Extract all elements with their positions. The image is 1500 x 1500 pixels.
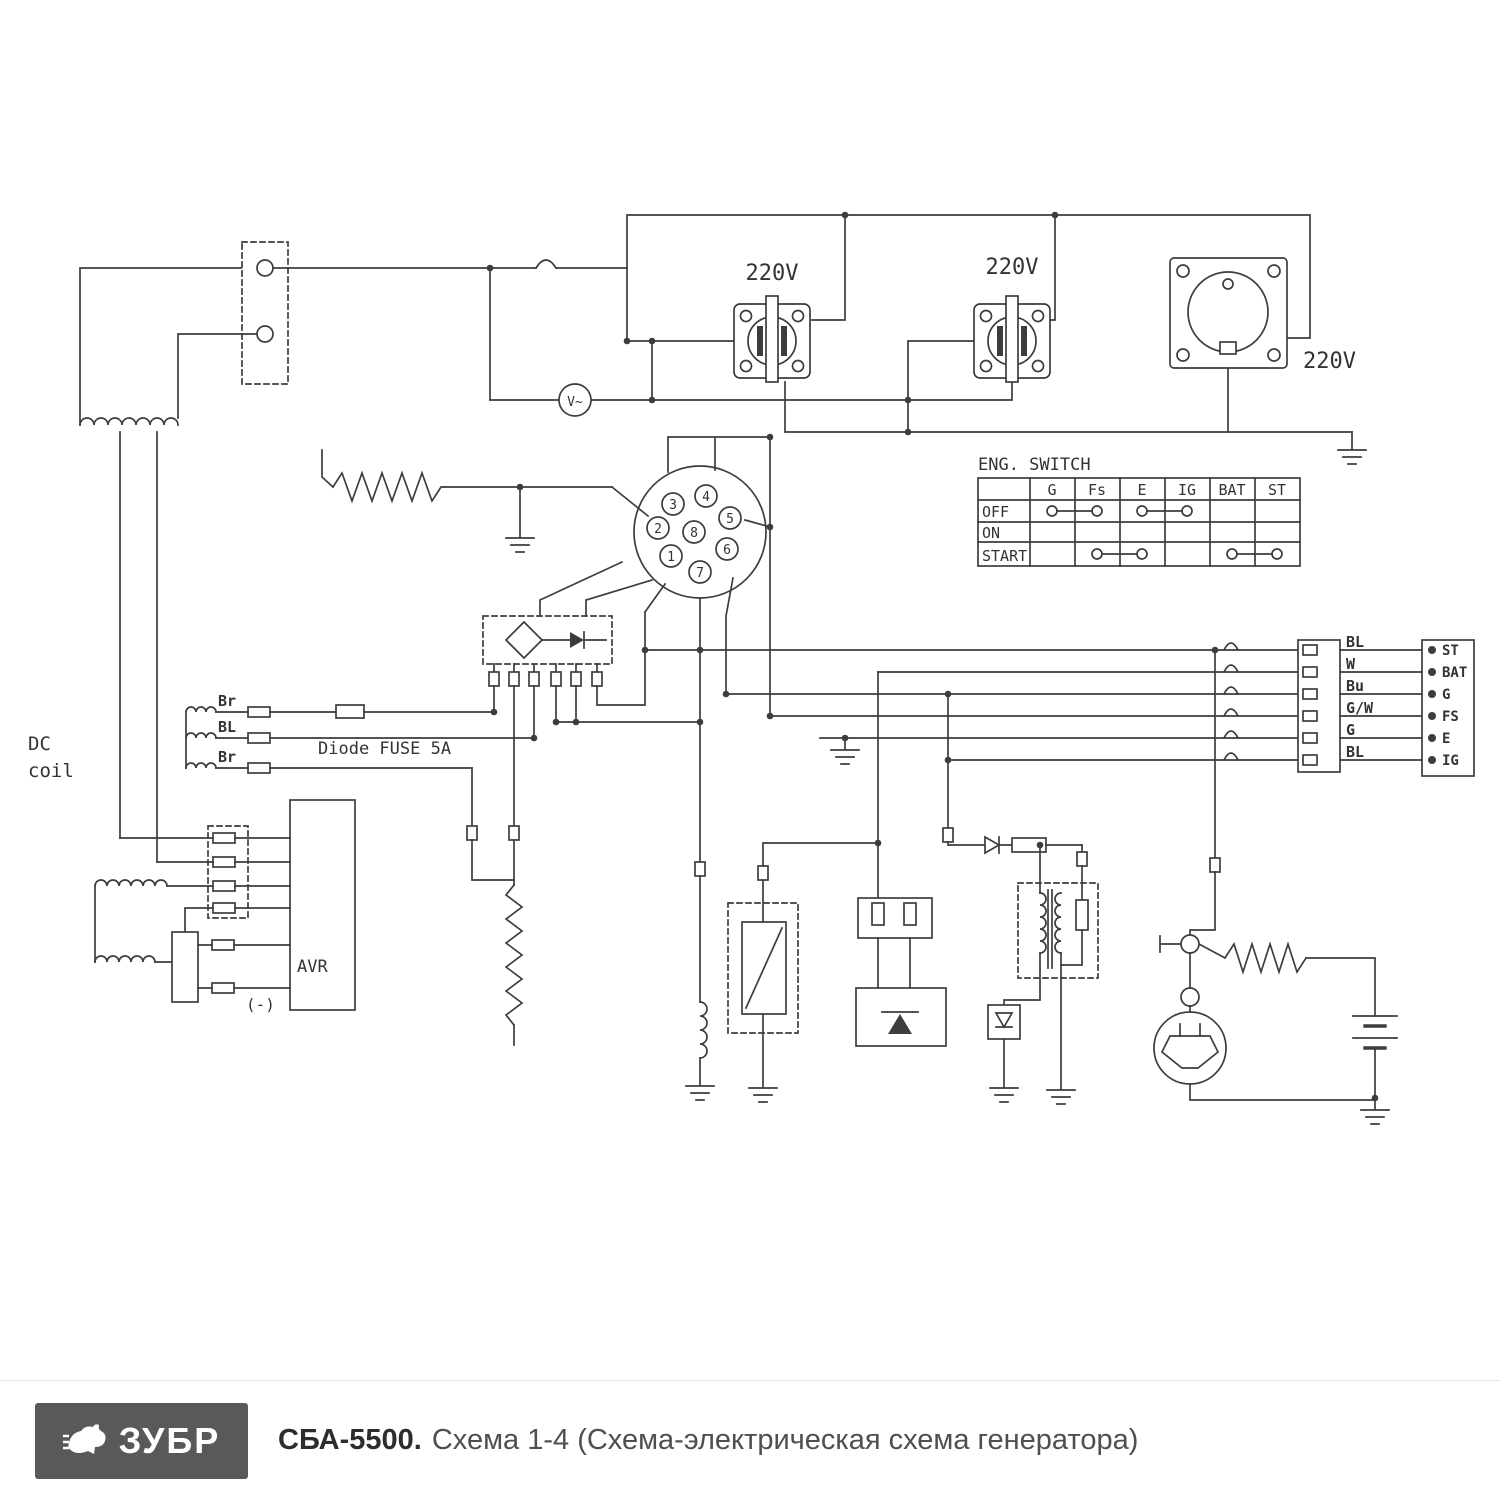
eng-switch-col-e: E <box>1137 481 1146 499</box>
eng-switch-row-on: ON <box>982 524 1000 542</box>
connector-pin-2: 2 <box>654 522 662 537</box>
connector-pin-4: 4 <box>702 490 710 505</box>
connector-pin-7: 7 <box>696 566 704 581</box>
eng-switch-title: ENG. SWITCH <box>978 455 1091 475</box>
terminal-ig: IG <box>1442 753 1459 769</box>
eng-switch-col-fs: Fs <box>1088 481 1106 499</box>
voltmeter-label: V~ <box>567 395 583 410</box>
harness-wire-g: G <box>1346 721 1355 739</box>
harness-wire-bl-1: BL <box>1346 633 1364 651</box>
terminal-st: ST <box>1442 643 1459 659</box>
socket-220v-3 <box>1169 257 1288 369</box>
connector-pin-3: 3 <box>669 498 677 513</box>
eng-switch-col-ig: IG <box>1178 481 1196 499</box>
generator-winding <box>79 241 289 863</box>
generator-wiring-diagram: 220V 220V 220V V~ ENG. SWITCH G Fs E IG … <box>28 211 1475 1125</box>
diagram-caption: СБА-5500. Схема 1-4 (Схема-электрическая … <box>278 1424 1138 1457</box>
wire-label-bl-mid: BL <box>218 718 236 736</box>
harness-wire-gw: G/W <box>1346 699 1374 717</box>
eng-switch-col-st: ST <box>1268 481 1286 499</box>
eng-switch-row-off: OFF <box>982 503 1009 521</box>
terminal-fs: FS <box>1442 709 1459 725</box>
terminal-bat: BAT <box>1442 665 1467 681</box>
wire-harness <box>644 436 1475 777</box>
voltmeter <box>558 383 592 417</box>
connector-pin-5: 5 <box>726 512 734 527</box>
brand-logo: ЗУБР <box>35 1402 248 1479</box>
harness-wire-w: W <box>1346 655 1356 673</box>
eng-switch-row-start: START <box>982 547 1027 565</box>
brand-name: ЗУБР <box>118 1419 221 1461</box>
terminal-g: G <box>1442 687 1450 703</box>
terminal-e: E <box>1442 731 1450 747</box>
rectifier-module <box>482 560 701 886</box>
harness-wire-bu: Bu <box>1346 677 1364 695</box>
dc-coil-label-line2: coil <box>28 760 74 782</box>
socket-220v-1 <box>733 295 811 383</box>
junction-dots <box>486 211 1379 1102</box>
ignition-circuit <box>685 671 1099 1105</box>
harness-wire-bl-2: BL <box>1346 743 1364 761</box>
avr-minus-label: (-) <box>246 995 275 1014</box>
starter-circuit <box>1153 649 1398 1125</box>
socket-2-voltage-label: 220V <box>986 255 1039 280</box>
schema-caption: Схема 1-4 (Схема-электрическая схема ген… <box>431 1424 1139 1456</box>
dc-coil-label-line1: DC <box>28 733 51 755</box>
avr-module <box>94 799 356 1011</box>
connector-pin-1: 1 <box>667 550 675 565</box>
footer: ЗУБР СБА-5500. Схема 1-4 (Схема-электриче… <box>0 1380 1500 1500</box>
dc-coil-wires <box>185 704 535 1046</box>
model-number: СБА-5500. <box>278 1424 422 1456</box>
avr-label: AVR <box>297 957 328 977</box>
eng-switch-table <box>977 477 1301 567</box>
eng-switch-col-bat: BAT <box>1218 481 1245 499</box>
pin-connector <box>610 436 772 863</box>
wire-label-br-bot: Br <box>218 748 236 766</box>
diode-fuse-label: Diode FUSE 5A <box>318 739 451 759</box>
bison-icon <box>62 1423 106 1454</box>
socket-1-voltage-label: 220V <box>746 261 799 286</box>
connector-pin-6: 6 <box>723 543 731 558</box>
top-feed-wires <box>272 214 1367 465</box>
socket-3-voltage-label: 220V <box>1303 349 1356 374</box>
connector-pin-8: 8 <box>690 526 698 541</box>
socket-220v-2 <box>973 295 1051 383</box>
wire-label-br-top: Br <box>218 692 236 710</box>
eng-switch-col-g: G <box>1047 481 1056 499</box>
field-resistor <box>321 449 613 553</box>
